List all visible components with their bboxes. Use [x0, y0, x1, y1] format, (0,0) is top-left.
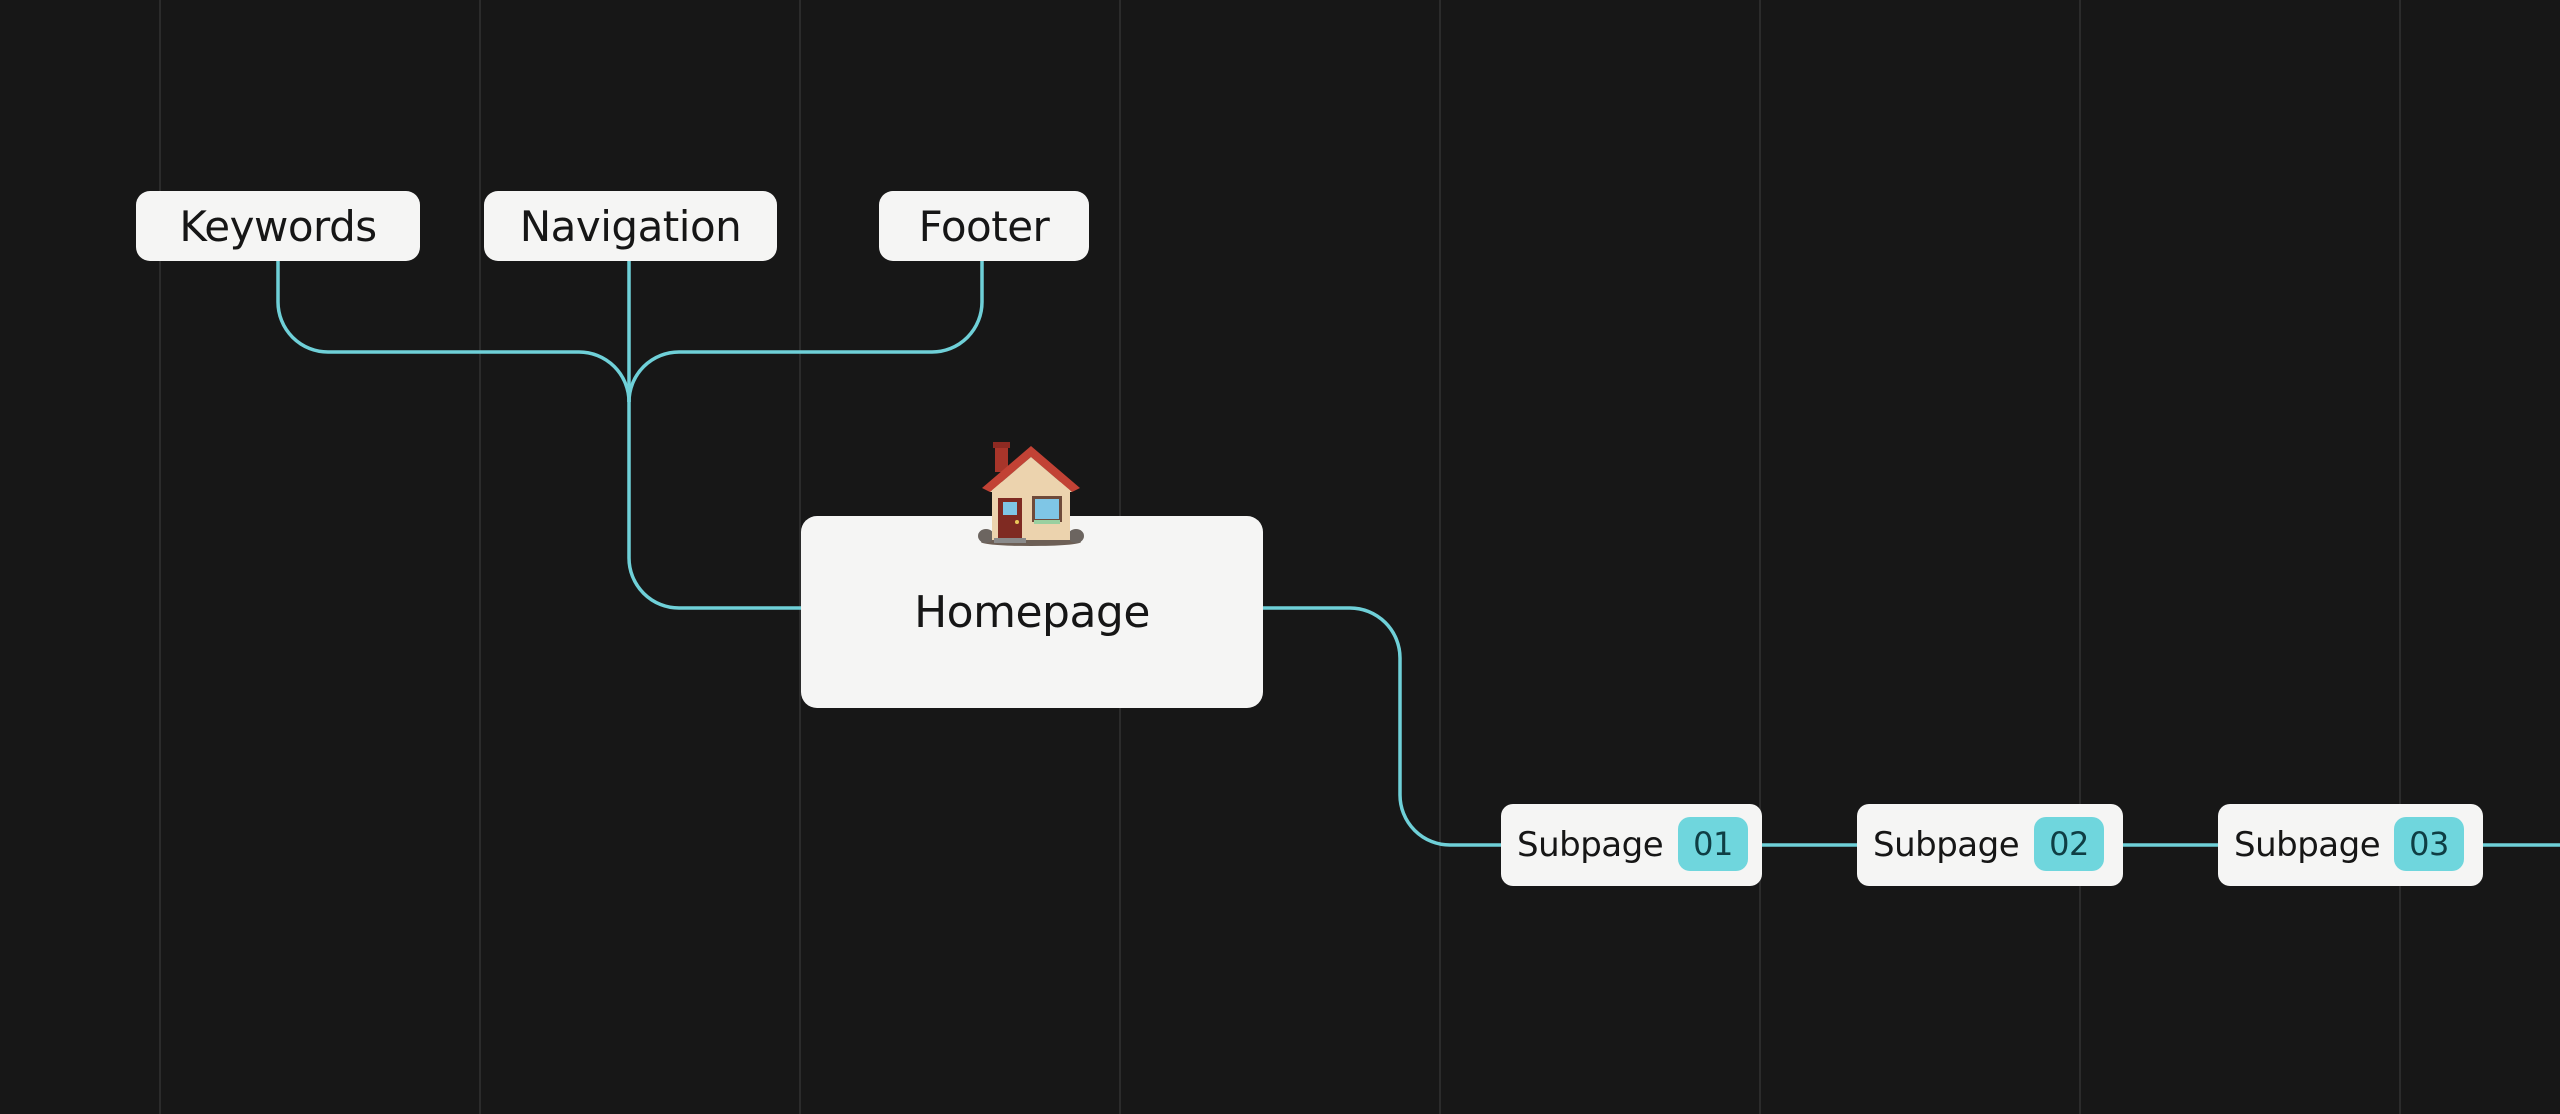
footer-label: Footer	[918, 201, 1050, 251]
subpage-node-01[interactable]: Subpage 01	[1501, 804, 1762, 886]
subpage-number-badge: 02	[2034, 817, 2104, 871]
keywords-connector	[276, 260, 631, 403]
subpage-label: Subpage	[1873, 825, 2020, 865]
navigation-label: Navigation	[519, 201, 742, 251]
footer-node[interactable]: Footer	[879, 191, 1089, 261]
keywords-label: Keywords	[179, 201, 377, 251]
homepage-node[interactable]: Homepage	[801, 516, 1263, 708]
grid-line	[1759, 0, 1761, 1114]
footer-connector	[627, 260, 984, 403]
navigation-connector	[627, 260, 802, 610]
grid-line	[2079, 0, 2081, 1114]
grid-line	[799, 0, 801, 1114]
homepage-to-subpage-connector	[1262, 606, 1502, 847]
grid-line	[479, 0, 481, 1114]
subpage-number-badge: 03	[2394, 817, 2464, 871]
subpage-node-03[interactable]: Subpage 03	[2218, 804, 2483, 886]
homepage-label: Homepage	[914, 586, 1150, 638]
house-icon	[978, 442, 1084, 546]
subpage-node-02[interactable]: Subpage 02	[1857, 804, 2123, 886]
keywords-node[interactable]: Keywords	[136, 191, 420, 261]
subpage-number-badge: 01	[1678, 817, 1748, 871]
subpage-label: Subpage	[2234, 825, 2381, 865]
navigation-node[interactable]: Navigation	[484, 191, 777, 261]
grid-line	[2399, 0, 2401, 1114]
subpage-label: Subpage	[1517, 825, 1664, 865]
grid-line	[1439, 0, 1441, 1114]
grid-line	[159, 0, 161, 1114]
